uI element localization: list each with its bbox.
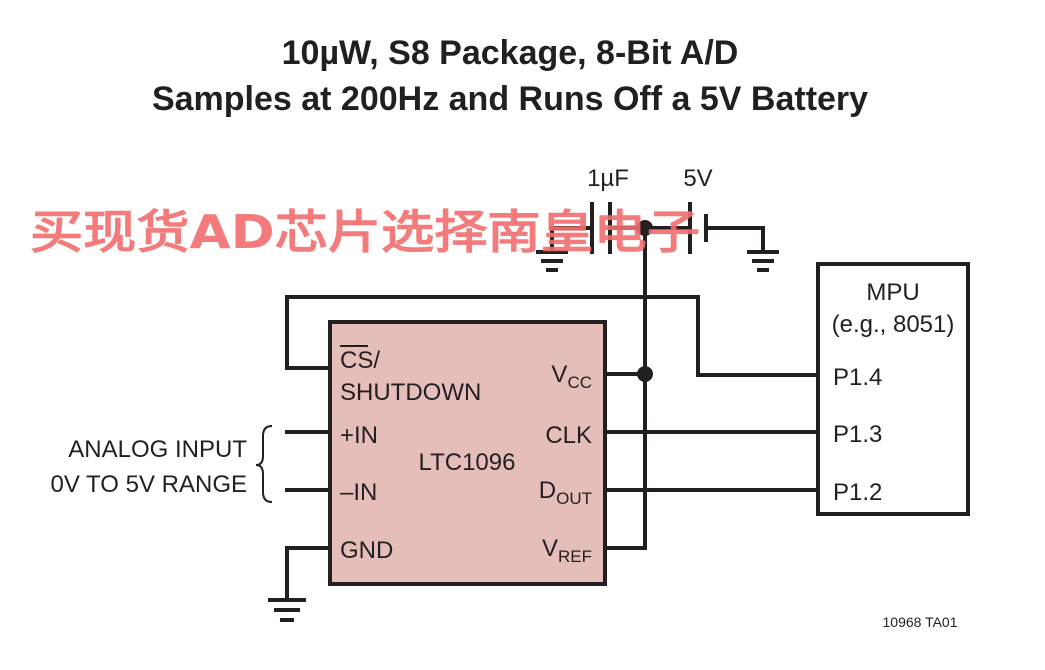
watermark-text: 买现货AD芯片选择南皇电子 [30,205,700,259]
capacitor-label: 1µF [587,165,629,192]
figure-id: 10968 TA01 [883,614,958,630]
analog-input-label-2: 0V TO 5V RANGE [50,471,247,498]
pin-label-vref: VREF [542,535,592,566]
mpu-pin-p12: P1.2 [833,479,882,506]
ground-icon-chip [268,598,306,622]
analog-input-label-1: ANALOG INPUT [68,436,247,463]
junction-dot-vcc [637,366,653,382]
title-line-2: Samples at 200Hz and Runs Off a 5V Batte… [152,80,868,118]
chip-name: LTC1096 [419,449,516,476]
pin-label-cs: CS/ [340,347,380,374]
battery-symbol [688,202,708,254]
pin-label-in-minus: –IN [340,479,377,506]
mpu-title: MPU [866,279,919,306]
ground-icon-battery [747,250,779,272]
pin-label-gnd: GND [340,537,393,564]
wires [285,226,820,600]
junction-dot-top [637,220,653,236]
mpu-pin-p14: P1.4 [833,364,882,391]
pin-label-clk: CLK [545,422,592,449]
curly-brace-icon [255,425,273,503]
mpu-subtitle: (e.g., 8051) [832,311,955,338]
pin-label-vcc: VCC [551,361,592,392]
mpu-box [816,262,970,516]
wire-cs-to-p14 [285,295,820,377]
mpu-pin-p13: P1.3 [833,421,882,448]
pin-label-shutdown: SHUTDOWN [340,379,481,406]
battery-label: 5V [683,165,712,192]
ground-icon-capacitor [536,250,568,272]
pin-label-dout: DOUT [539,477,592,508]
capacitor-symbol [590,202,612,254]
pin-label-in-plus: +IN [340,422,378,449]
wire-gnd [285,546,332,600]
chip-body [328,320,607,586]
title-line-1: 10µW, S8 Package, 8-Bit A/D [282,34,739,72]
